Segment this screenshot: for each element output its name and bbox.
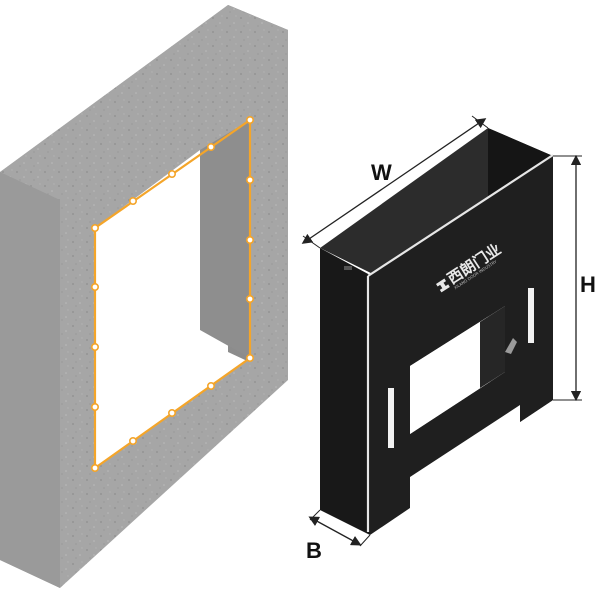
anchor-point	[168, 170, 177, 179]
depth-dimension-line	[308, 516, 362, 546]
anchor-point	[129, 197, 138, 206]
shelter-inner-curtain	[480, 306, 505, 388]
width-dimension-line	[301, 118, 487, 244]
reflector-strip-left	[388, 388, 394, 448]
dock-shelter: 西朗门业 XILANG DOOR INDUSTRY	[320, 128, 554, 535]
anchor-point	[246, 294, 255, 303]
depth-dimension: B	[306, 509, 371, 563]
shelter-front-face	[370, 156, 553, 535]
depth-label: B	[306, 538, 322, 563]
anchor-point	[129, 436, 138, 445]
anchor-point	[91, 463, 100, 472]
anchor-point	[207, 143, 216, 152]
anchor-point	[207, 381, 216, 390]
anchor-point	[91, 282, 100, 291]
depth-extension-left	[309, 509, 321, 521]
anchor-point	[91, 224, 100, 233]
anchor-point	[246, 236, 255, 245]
reflector-strip-right	[528, 288, 534, 343]
anchor-points	[91, 116, 255, 472]
mount-bracket	[505, 338, 517, 354]
anchor-point	[246, 176, 255, 185]
concrete-wall	[0, 5, 288, 588]
opening-reveal	[200, 120, 250, 358]
width-dimension: W	[301, 115, 489, 249]
anchor-point	[246, 116, 255, 125]
wall-front-face	[0, 5, 288, 588]
shelter-left-side	[320, 248, 370, 535]
depth-extension-right	[359, 534, 371, 547]
anchor-point	[91, 402, 100, 411]
height-label: H	[580, 272, 596, 297]
door-opening	[95, 150, 200, 468]
height-dimension: H	[553, 154, 596, 402]
anchor-point	[91, 342, 100, 351]
anchor-point	[246, 353, 255, 362]
brand-logo-icon	[436, 278, 450, 293]
width-label: W	[371, 160, 392, 185]
top-fitting	[344, 266, 352, 270]
anchor-point	[168, 408, 177, 417]
wall-left-side-face	[0, 172, 60, 588]
